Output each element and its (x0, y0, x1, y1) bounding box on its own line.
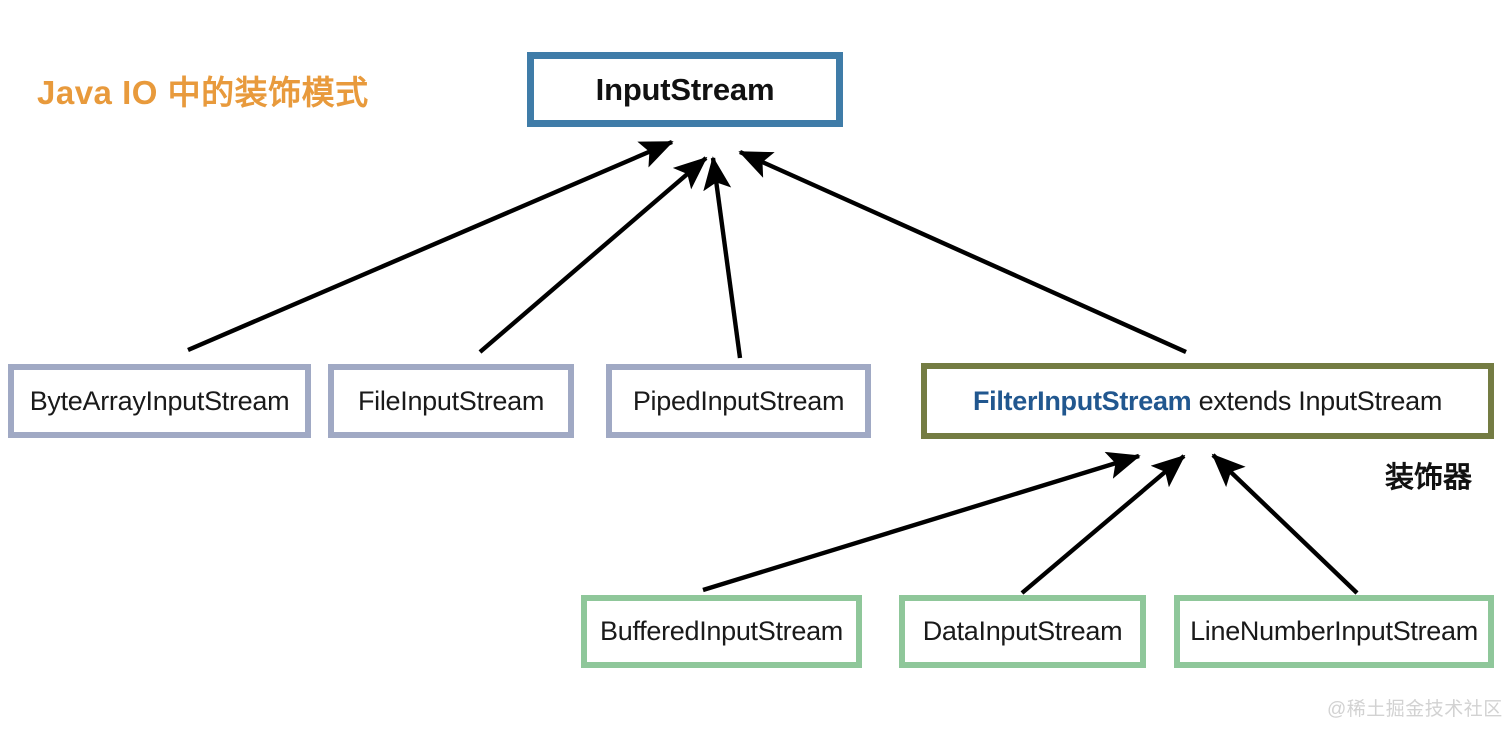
watermark: @稀土掘金技术社区 (1327, 699, 1503, 720)
node-bufferedinputstream-label: BufferedInputStream (600, 616, 843, 646)
edge-data-to-filter (1020, 454, 1186, 595)
node-pipedinputstream[interactable]: PipedInputStream (606, 364, 871, 438)
node-linenumberinputstream-label: LineNumberInputStream (1190, 616, 1478, 646)
node-filterinputstream[interactable]: FilterInputStream extends InputStream (921, 363, 1494, 439)
node-datainputstream-label: DataInputStream (922, 616, 1123, 646)
node-filterinputstream-label: FilterInputStream extends InputStream (973, 386, 1442, 417)
edge-bytearray-to-inputstream (187, 139, 674, 353)
node-pipedinputstream-label: PipedInputStream (632, 385, 845, 416)
node-fileinputstream[interactable]: FileInputStream (328, 364, 574, 438)
node-inputstream-label: InputStream (595, 71, 775, 107)
node-bytearrayinputstream-label: ByteArrayInputStream (29, 385, 290, 416)
node-datainputstream[interactable]: DataInputStream (899, 595, 1146, 668)
page-title: Java IO 中的装饰模式 (37, 74, 369, 111)
edge-linenumber-to-filter (1211, 453, 1359, 595)
node-bufferedinputstream[interactable]: BufferedInputStream (581, 595, 862, 668)
edge-filter-to-inputstream (738, 149, 1187, 355)
node-bytearrayinputstream[interactable]: ByteArrayInputStream (8, 364, 311, 438)
node-linenumberinputstream[interactable]: LineNumberInputStream (1174, 595, 1494, 668)
edge-file-to-inputstream (478, 156, 708, 354)
decorator-annotation: 装饰器 (1385, 462, 1473, 494)
node-filterinputstream-extends: extends InputStream (1191, 385, 1443, 416)
edge-piped-to-inputstream (703, 156, 743, 359)
node-fileinputstream-label: FileInputStream (357, 385, 545, 416)
node-inputstream[interactable]: InputStream (527, 52, 843, 127)
edge-buffered-to-filter (702, 451, 1141, 593)
node-filterinputstream-classname: FilterInputStream (972, 385, 1192, 416)
